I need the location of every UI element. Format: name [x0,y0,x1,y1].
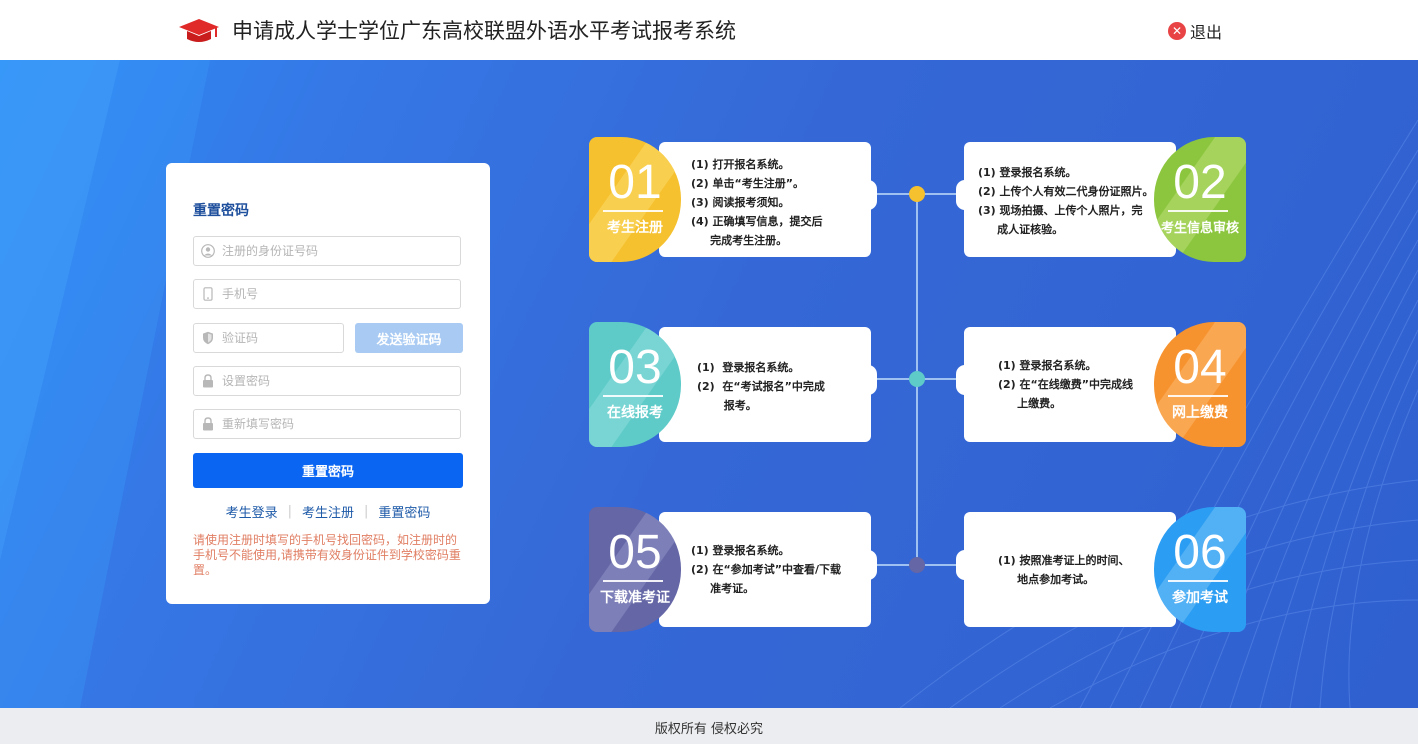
send-code-button[interactable]: 发送验证码 [355,323,463,353]
step-underline [603,580,663,582]
step-notch [859,550,877,580]
reset-password-link[interactable]: 重置密码 [378,506,431,521]
graduation-cap-icon [179,19,219,42]
id-number-field[interactable] [193,236,461,266]
id-number-input[interactable] [222,244,452,258]
password-input[interactable] [222,374,452,388]
user-icon [194,244,222,258]
step-notch [859,365,877,395]
site-title: 申请成人学士学位广东高校联盟外语水平考试报考系统 [232,19,736,43]
password-field[interactable] [193,366,461,396]
step-description: (1) 打开报名系统。 (2) 单击“考生注册”。 (3) 阅读报考须知。 (4… [691,158,823,247]
background-decoration [0,60,1418,708]
step-body [964,142,1176,257]
step-underline [1168,210,1228,212]
form-links: 考生登录 | 考生注册 | 重置密码 [166,502,490,521]
shield-icon [194,331,222,345]
step-name: 考生信息审核 [1160,221,1239,236]
step-notch [956,365,974,395]
phone-input[interactable] [222,287,452,301]
lock-icon [194,374,222,388]
step-badge: 05 下载准考证 [589,507,681,632]
step-name: 下载准考证 [600,590,670,606]
step-badge: 06 参加考试 [1154,507,1246,632]
step-description: (1) 按照准考证上的时间、 地点参加考试。 [998,554,1130,586]
step-underline [1168,395,1228,397]
step-name: 参加考试 [1172,590,1228,606]
step-card-02: 02 考生信息审核 (1) 登录报名系统。 (2) 上传个人有效二代身份证照片。… [956,137,1246,262]
step-underline [1168,580,1228,582]
confirm-password-field[interactable] [193,409,461,439]
timeline-dot [909,186,925,202]
step-underline [603,395,663,397]
reset-password-button[interactable]: 重置密码 [193,453,463,488]
step-notch [859,180,877,210]
step-number: 06 [1173,526,1227,579]
step-body [964,512,1176,627]
step-notch [956,180,974,210]
step-number: 03 [608,341,662,394]
step-badge: 03 在线报考 [589,322,681,447]
step-card-04: 04 网上缴费 (1) 登录报名系统。 (2) 在“在线缴费”中完成线 上缴费。 [956,322,1246,447]
step-description: (1) 登录报名系统。 (2) 在“参加考试”中查看/下载 准考证。 [691,544,842,595]
step-description: (1) 登录报名系统。 (2) 上传个人有效二代身份证照片。 (3) 现场拍摄、… [978,166,1154,236]
step-description: (1) 登录报名系统。 (2) 在“考试报名”中完成 报考。 [697,361,825,412]
step-name: 考生注册 [607,220,663,236]
step-number: 02 [1173,156,1227,209]
step-badge: 04 网上缴费 [1154,322,1246,447]
step-body [659,142,871,257]
footer: 版权所有 侵权必究 [0,708,1418,744]
step-name: 网上缴费 [1172,405,1228,421]
verify-code-field[interactable] [193,323,344,353]
register-link[interactable]: 考生注册 [301,506,354,521]
step-card-05: 05 下载准考证 (1) 登录报名系统。 (2) 在“参加考试”中查看/下载 准… [589,507,877,632]
confirm-password-input[interactable] [222,417,452,431]
timeline-dot [909,557,925,573]
lock-icon [194,417,222,431]
step-description: (1) 登录报名系统。 (2) 在“在线缴费”中完成线 上缴费。 [998,359,1133,410]
step-body [964,327,1176,442]
step-card-01: 01 考生注册 (1) 打开报名系统。 (2) 单击“考生注册”。 (3) 阅读… [589,137,877,262]
step-notch [956,550,974,580]
step-underline [603,210,663,212]
link-separator: | [287,504,292,519]
reset-password-card: 重置密码 发送验证码 重置密码 考生登录 | 考生注册 | [166,163,490,604]
step-body [659,327,871,442]
close-circle-icon: ✕ [1168,22,1186,40]
step-badge: 02 考生信息审核 [1154,137,1246,262]
mobile-phone-icon [194,287,222,301]
top-header: 申请成人学士学位广东高校联盟外语水平考试报考系统 ✕ 退出 [0,0,1418,60]
link-separator: | [364,504,369,519]
login-link[interactable]: 考生登录 [225,506,278,521]
help-note: 请使用注册时填写的手机号找回密码，如注册时的手机号不能使用,请携带有效身份证件到… [193,533,461,577]
verify-code-input[interactable] [222,331,337,345]
timeline-dot [909,371,925,387]
logout-button[interactable]: ✕ 退出 [1168,19,1222,43]
step-number: 05 [608,526,662,579]
step-body [659,512,871,627]
logout-label: 退出 [1190,23,1223,42]
step-card-06: 06 参加考试 (1) 按照准考证上的时间、 地点参加考试。 [956,507,1246,632]
phone-field[interactable] [193,279,461,309]
copyright-text: 版权所有 侵权必究 [654,722,764,737]
step-card-03: 03 在线报考 (1) 登录报名系统。 (2) 在“考试报名”中完成 报考。 [589,322,877,447]
step-number: 01 [608,156,662,209]
form-title: 重置密码 [193,203,249,219]
step-name: 在线报考 [607,405,663,421]
step-badge: 01 考生注册 [589,137,681,262]
step-number: 04 [1173,341,1227,394]
